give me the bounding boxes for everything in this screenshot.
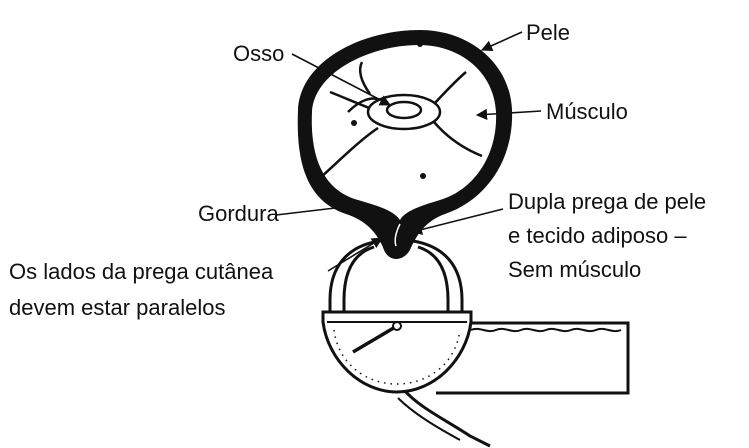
label-pele: Pele bbox=[526, 20, 570, 46]
limb-cross-section bbox=[298, 30, 512, 259]
label-lados-line-2: devem estar paralelos bbox=[9, 290, 273, 326]
label-lados-line-1: Os lados da prega cutânea bbox=[9, 254, 273, 290]
label-dupla-prega-line-2: e tecido adiposo – bbox=[508, 219, 706, 253]
lados-leader-line bbox=[328, 238, 382, 271]
label-musculo: Músculo bbox=[546, 99, 628, 125]
label-dupla-prega-line-3: Sem músculo bbox=[508, 253, 706, 287]
label-dupla-prega-line-1: Dupla prega de pele bbox=[508, 185, 706, 219]
label-gordura: Gordura bbox=[198, 201, 279, 227]
label-dupla-prega: Dupla prega de pele e tecido adiposo – S… bbox=[508, 185, 706, 287]
bone-icon bbox=[368, 95, 440, 129]
label-osso: Osso bbox=[233, 41, 284, 67]
pele-leader-line bbox=[482, 32, 522, 50]
label-lados-prega: Os lados da prega cutânea devem estar pa… bbox=[9, 254, 273, 326]
